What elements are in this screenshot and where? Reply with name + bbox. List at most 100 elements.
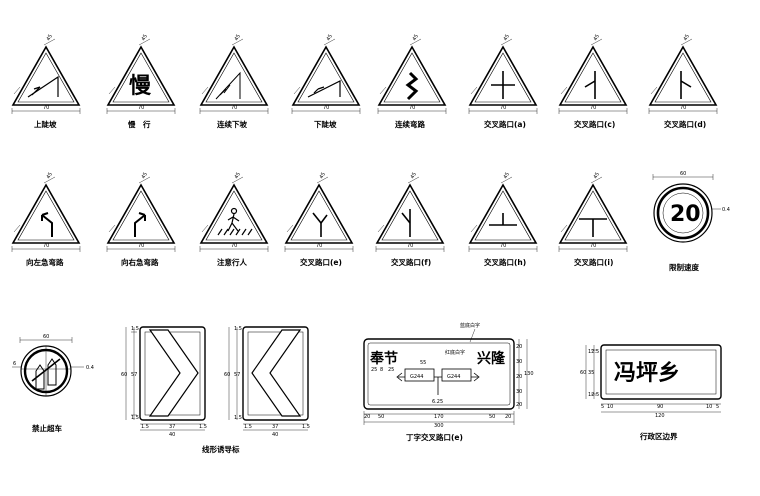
dim-b-2: 10: [607, 404, 613, 410]
caption: 行政区边界: [639, 431, 678, 441]
caption: 向右急弯路: [121, 257, 159, 267]
speed-value: 20: [670, 202, 701, 227]
dim-width: 70: [43, 105, 49, 111]
dim-width: 70: [409, 105, 415, 111]
caption: 交叉路口(c): [574, 119, 615, 129]
caption: 交叉路口(f): [391, 257, 431, 267]
crossroad-i-icon: [579, 218, 607, 237]
dim-b-5: 20: [505, 414, 511, 420]
sign-no-overtaking: 60 6 0.4 禁止超车: [12, 334, 94, 433]
dim-small-1: 25: [371, 367, 377, 373]
dim-side: 45: [141, 33, 149, 42]
continuous-downhill-icon: [215, 71, 241, 100]
dim-r-1: 20: [516, 344, 522, 350]
slow-text-icon: 慢: [129, 73, 152, 99]
sign-crossroad-e: 70 45 交叉路口(e): [284, 171, 354, 267]
dim-width: 70: [231, 243, 237, 249]
dim-bottom: 1.5: [131, 415, 139, 421]
crossroad-c-icon: [584, 71, 596, 99]
dim-b-4: 10: [706, 404, 712, 410]
dim-r-2: 30: [516, 359, 522, 365]
dim-bottom-2: 1.5: [234, 415, 242, 421]
caption: 向左急弯路: [26, 257, 64, 267]
route-shield-right: [441, 368, 472, 382]
dim-ring: 0.4: [722, 207, 730, 213]
dim-width: 40: [169, 432, 175, 438]
sharp-right-curve-icon: [134, 212, 146, 237]
dim-l-2: 35: [588, 370, 594, 376]
caption: 慢 行: [128, 119, 151, 129]
dim-side: 45: [234, 171, 242, 180]
crossroad-e-icon: [312, 212, 328, 237]
sign-slow: 慢 70 45 慢 行: [106, 33, 176, 129]
dim-small-2: 8: [380, 367, 383, 373]
dim-b-1: 5: [601, 404, 604, 410]
dim-side: 45: [46, 171, 54, 180]
dim-b-2: 50: [378, 414, 384, 420]
sign-steep-downhill: 70 45 下陡坡: [291, 33, 361, 129]
dim-55: 55: [420, 360, 426, 366]
dim-small-3: 25: [388, 367, 394, 373]
chevron-left-icon: [251, 329, 302, 417]
dim-side: 45: [683, 33, 691, 42]
dim-top-2: 1.5: [234, 326, 242, 332]
sharp-left-curve-icon: [41, 212, 53, 237]
caption: 交叉路口(a): [484, 119, 526, 129]
crossroad-d-icon: [680, 71, 692, 99]
dim-side: 45: [593, 171, 601, 180]
steep-uphill-icon: [27, 75, 59, 98]
place-left: 奉节: [370, 350, 398, 367]
dim-height-2: 60: [224, 372, 230, 378]
route-right: G244: [447, 374, 460, 380]
dim-width: 70: [407, 243, 413, 249]
dim-width: 70: [680, 105, 686, 111]
dim-l-1: 12.5: [588, 349, 599, 355]
dim-w-right: 1.5: [199, 424, 207, 430]
dim-width: 70: [590, 105, 596, 111]
dim-total: 300: [434, 423, 444, 429]
sign-crossroad-a: 70 45 交叉路口(a): [468, 33, 538, 129]
steep-downhill-icon: [307, 80, 341, 98]
chevron-left-sign: [242, 326, 309, 421]
route-shield-left: [404, 368, 435, 382]
crossroad-h-icon: [489, 213, 517, 226]
caption: 丁字交叉路口(e): [406, 432, 463, 442]
sign-continuous-downhill: 70 45 连续下坡: [199, 33, 269, 129]
dim-width: 70: [500, 243, 506, 249]
caption: 连续弯路: [395, 119, 425, 129]
pedestrian-icon: [217, 207, 253, 236]
dim-left: 6: [13, 361, 16, 367]
dim-side: 45: [593, 33, 601, 42]
dim-side: 45: [503, 171, 511, 180]
dim-w-left: 1.5: [141, 424, 149, 430]
dim-side: 45: [410, 171, 418, 180]
sign-chevron-pair: 1.5 57 1.5 60 1.5 57 1.5 60 1.5 37 1.5 4…: [121, 326, 310, 454]
sign-crossroad-d: 70 45 交叉路口(d): [648, 33, 718, 129]
dim-width: 70: [138, 243, 144, 249]
dim-b-4: 50: [489, 414, 495, 420]
note-red-white: 红底白字: [445, 349, 465, 356]
sign-pedestrian: 70 45 注意行人: [199, 171, 269, 267]
dim-r-5: 20: [516, 402, 522, 408]
caption: 禁止超车: [32, 423, 62, 433]
chevron-right-icon: [148, 329, 199, 417]
dim-side: 45: [141, 171, 149, 180]
dim-b-1: 20: [364, 414, 370, 420]
dim-width: 70: [138, 105, 144, 111]
caption: 连续下坡: [217, 119, 247, 129]
dim-middle-2: 57: [234, 372, 240, 378]
dim-middle: 57: [131, 372, 137, 378]
dim-side: 45: [319, 171, 327, 180]
dim-width-2: 40: [272, 432, 278, 438]
dim-side: 45: [234, 33, 242, 42]
dim-height: 60: [121, 372, 127, 378]
caption: 交叉路口(d): [664, 119, 706, 129]
sign-crossroad-c: 70 45 交叉路口(c): [558, 33, 628, 129]
dim-total: 120: [655, 413, 665, 419]
sign-winding-road: 70 45 连续弯路: [377, 33, 447, 129]
caption: 上陡坡: [34, 119, 57, 129]
dim-width: 70: [316, 243, 322, 249]
dim-width: 70: [323, 105, 329, 111]
dim-height: 130: [524, 371, 534, 377]
